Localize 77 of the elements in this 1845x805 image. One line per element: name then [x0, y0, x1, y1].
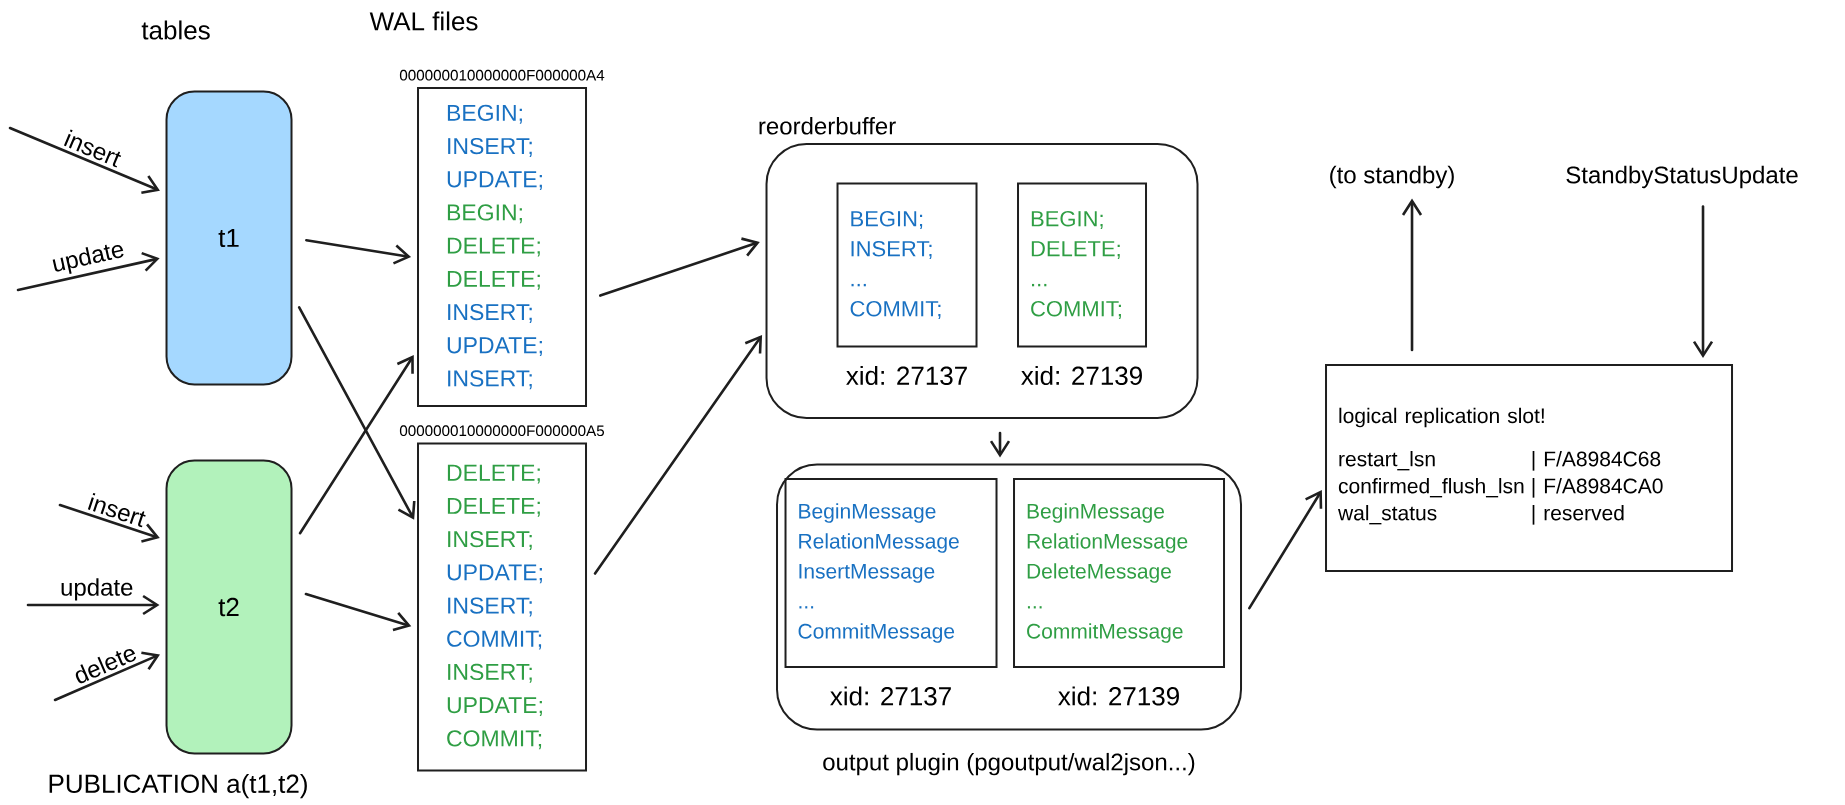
- node-label: BEGIN;: [447, 104, 522, 124]
- node-label: COMMIT;: [447, 630, 542, 650]
- node-label: ...: [799, 606, 814, 609]
- table-box: t2: [165, 459, 293, 755]
- file-name: 000000010000000F000000A4: [399, 69, 605, 81]
- transaction-box: BEGIN; DELETE; ... COMMIT;: [1017, 182, 1147, 348]
- node-label: InsertMessage: [799, 564, 935, 583]
- node-label: BEGIN;: [1031, 210, 1103, 230]
- node-label: UPDATE;: [447, 171, 542, 191]
- arrow: [58, 503, 160, 543]
- transaction-box: BeginMessage RelationMessage DeleteMessage ... CommitMessage: [1013, 478, 1225, 668]
- arrow: [989, 431, 1011, 458]
- node-label: UPDATE;: [447, 337, 542, 357]
- table-box: t1: [165, 90, 293, 386]
- edge-label: insert: [63, 129, 122, 168]
- node-label: INSERT;: [851, 240, 932, 260]
- file-name: 000000010000000F000000A5: [399, 425, 604, 437]
- arrow: [304, 592, 412, 632]
- node-label: BEGIN;: [447, 204, 522, 224]
- slot-box: logical replication slot! restart_lsn | F/A8984C68 confirmed_flush_lsn | F/A8984CA0 wal_status | reserved: [1325, 364, 1733, 572]
- node-label: DELETE;: [447, 464, 540, 484]
- node-label: UPDATE;: [447, 697, 542, 716]
- node-label: INSERT;: [448, 137, 532, 157]
- wal-file-box: DELETE; DELETE; INSERT; UPDATE; INSERT; COMMIT; INSERT; UPDATE; COMMIT;: [417, 442, 587, 772]
- node-label: DELETE;: [1031, 241, 1120, 260]
- arrow: [1401, 198, 1423, 352]
- node-label: RelationMessage: [799, 533, 959, 553]
- arrow: [298, 355, 414, 535]
- heading: WAL files: [369, 11, 478, 31]
- node-label: INSERT;: [448, 663, 532, 683]
- node-label: CommitMessage: [798, 623, 955, 643]
- node-label: BeginMessage: [799, 503, 936, 523]
- edge-label: update: [52, 244, 124, 274]
- node-label: ...: [851, 283, 866, 287]
- xid-label: xid: 27137: [846, 365, 967, 385]
- transaction-box: BEGIN; INSERT; ... COMMIT;: [836, 182, 978, 348]
- arrow: [26, 594, 160, 616]
- edge-label: insert: [87, 492, 146, 528]
- node-label: ...: [1032, 283, 1047, 287]
- node-label: DELETE;: [447, 498, 540, 517]
- arrow: [305, 238, 412, 265]
- node-label: ...: [1027, 606, 1042, 609]
- message-label: StandbyStatusUpdate: [1566, 165, 1798, 189]
- arrow: [1692, 205, 1714, 358]
- arrow: [8, 126, 160, 194]
- arrow: [599, 237, 760, 297]
- arrow: [1248, 490, 1323, 610]
- node-label: DELETE;: [447, 270, 540, 290]
- heading: tables: [141, 20, 210, 40]
- node-label: COMMIT;: [1031, 300, 1121, 320]
- node-label: COMMIT;: [850, 300, 941, 320]
- group-title: output plugin (pgoutput/wal2json...): [823, 752, 1195, 776]
- arrow: [53, 651, 160, 702]
- xid-label: xid: 27137: [830, 686, 951, 706]
- node-label: INSERT;: [448, 530, 532, 550]
- node-label: COMMIT;: [447, 730, 542, 750]
- node-label: UPDATE;: [447, 564, 542, 584]
- arrow: [16, 251, 160, 292]
- group-title: reorderbuffer: [759, 117, 896, 135]
- node-label: DELETE;: [447, 237, 540, 257]
- node-label: INSERT;: [448, 303, 532, 323]
- arrow: [593, 334, 763, 575]
- node-label: RelationMessage: [1027, 533, 1188, 553]
- node-label: CommitMessage: [1027, 623, 1183, 643]
- arrow: [297, 306, 416, 520]
- message-label: (to standby): [1330, 165, 1454, 189]
- node-label: INSERT;: [448, 370, 532, 390]
- edge-label: update: [61, 578, 133, 601]
- xid-label: xid: 27139: [1021, 365, 1142, 385]
- wal-file-box: BEGIN; INSERT; UPDATE; BEGIN; DELETE; DELETE; INSERT; UPDATE; INSERT;: [417, 87, 587, 407]
- node-label: BEGIN;: [851, 210, 923, 230]
- node-label: BeginMessage: [1027, 503, 1164, 523]
- node-label: DeleteMessage: [1027, 563, 1171, 583]
- transaction-box: BeginMessage RelationMessage InsertMessage ... CommitMessage: [784, 478, 998, 668]
- node-label: INSERT;: [448, 597, 532, 617]
- edge-label: delete: [75, 648, 136, 684]
- xid-label: xid: 27139: [1058, 686, 1179, 706]
